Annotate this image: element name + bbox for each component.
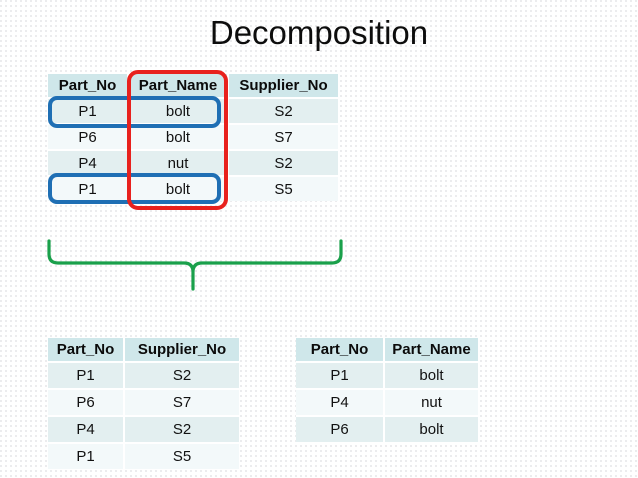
cell-part-name: bolt: [127, 175, 228, 201]
table-row: P1 bolt: [296, 362, 478, 389]
column-header-part-no: Part_No: [48, 338, 124, 363]
column-header-part-name: Part_Name: [127, 74, 228, 99]
table-row: P6 bolt: [296, 415, 478, 442]
cell-part-no: P1: [48, 175, 128, 201]
table-row: P4 nut: [296, 388, 478, 416]
cell-part-name: bolt: [383, 362, 478, 389]
cell-part-no: P1: [48, 362, 124, 389]
cell-supplier-no: S5: [123, 442, 239, 469]
cell-part-name: bolt: [127, 98, 228, 124]
column-header-part-no: Part_No: [296, 338, 384, 363]
table-row: P1 S2: [48, 362, 239, 389]
column-header-supplier-no: Supplier_No: [227, 74, 338, 99]
cell-supplier-no: S7: [123, 388, 239, 416]
table-row: P1 S5: [48, 442, 239, 469]
cell-part-name: nut: [127, 149, 228, 176]
cell-part-name: bolt: [127, 123, 228, 150]
cell-part-no: P1: [48, 98, 128, 124]
column-header-supplier-no: Supplier_No: [123, 338, 239, 363]
table-header-row: Part_No Supplier_No: [48, 338, 239, 363]
table-header-row: Part_No Part_Name: [296, 338, 478, 363]
cell-part-no: P1: [296, 362, 384, 389]
cell-part-no: P4: [48, 415, 124, 443]
cell-part-no: P6: [296, 415, 384, 442]
cell-supplier-no: S2: [123, 362, 239, 389]
cell-part-no: P6: [48, 388, 124, 416]
decomposed-part-name-table: Part_No Part_Name P1 bolt P4 nut P6 bolt: [296, 338, 478, 442]
cell-part-no: P1: [48, 442, 124, 469]
cell-part-name: nut: [383, 388, 478, 416]
page-title: Decomposition: [209, 14, 429, 51]
column-header-part-no: Part_No: [48, 74, 128, 99]
decomposed-part-supplier-table: Part_No Supplier_No P1 S2 P6 S7 P4 S2 P1…: [48, 338, 239, 469]
cell-supplier-no: S5: [227, 175, 338, 201]
table-row: P6 S7: [48, 388, 239, 416]
table-header-row: Part_No Part_Name Supplier_No: [48, 74, 338, 99]
table-row: P4 S2: [48, 415, 239, 443]
original-relation-table: Part_No Part_Name Supplier_No P1 bolt S2…: [48, 74, 338, 201]
cell-supplier-no: S2: [227, 98, 338, 124]
table-row: P1 bolt S5: [48, 175, 338, 201]
table-row: P6 bolt S7: [48, 123, 338, 150]
cell-part-no: P4: [296, 388, 384, 416]
cell-supplier-no: S2: [227, 149, 338, 176]
table-row: P4 nut S2: [48, 149, 338, 176]
cell-part-no: P6: [48, 123, 128, 150]
cell-supplier-no: S2: [123, 415, 239, 443]
column-header-part-name: Part_Name: [383, 338, 478, 363]
cell-part-no: P4: [48, 149, 128, 176]
cell-supplier-no: S7: [227, 123, 338, 150]
cell-part-name: bolt: [383, 415, 478, 442]
table-row: P1 bolt S2: [48, 98, 338, 124]
decomposition-brace-icon: [47, 239, 343, 291]
